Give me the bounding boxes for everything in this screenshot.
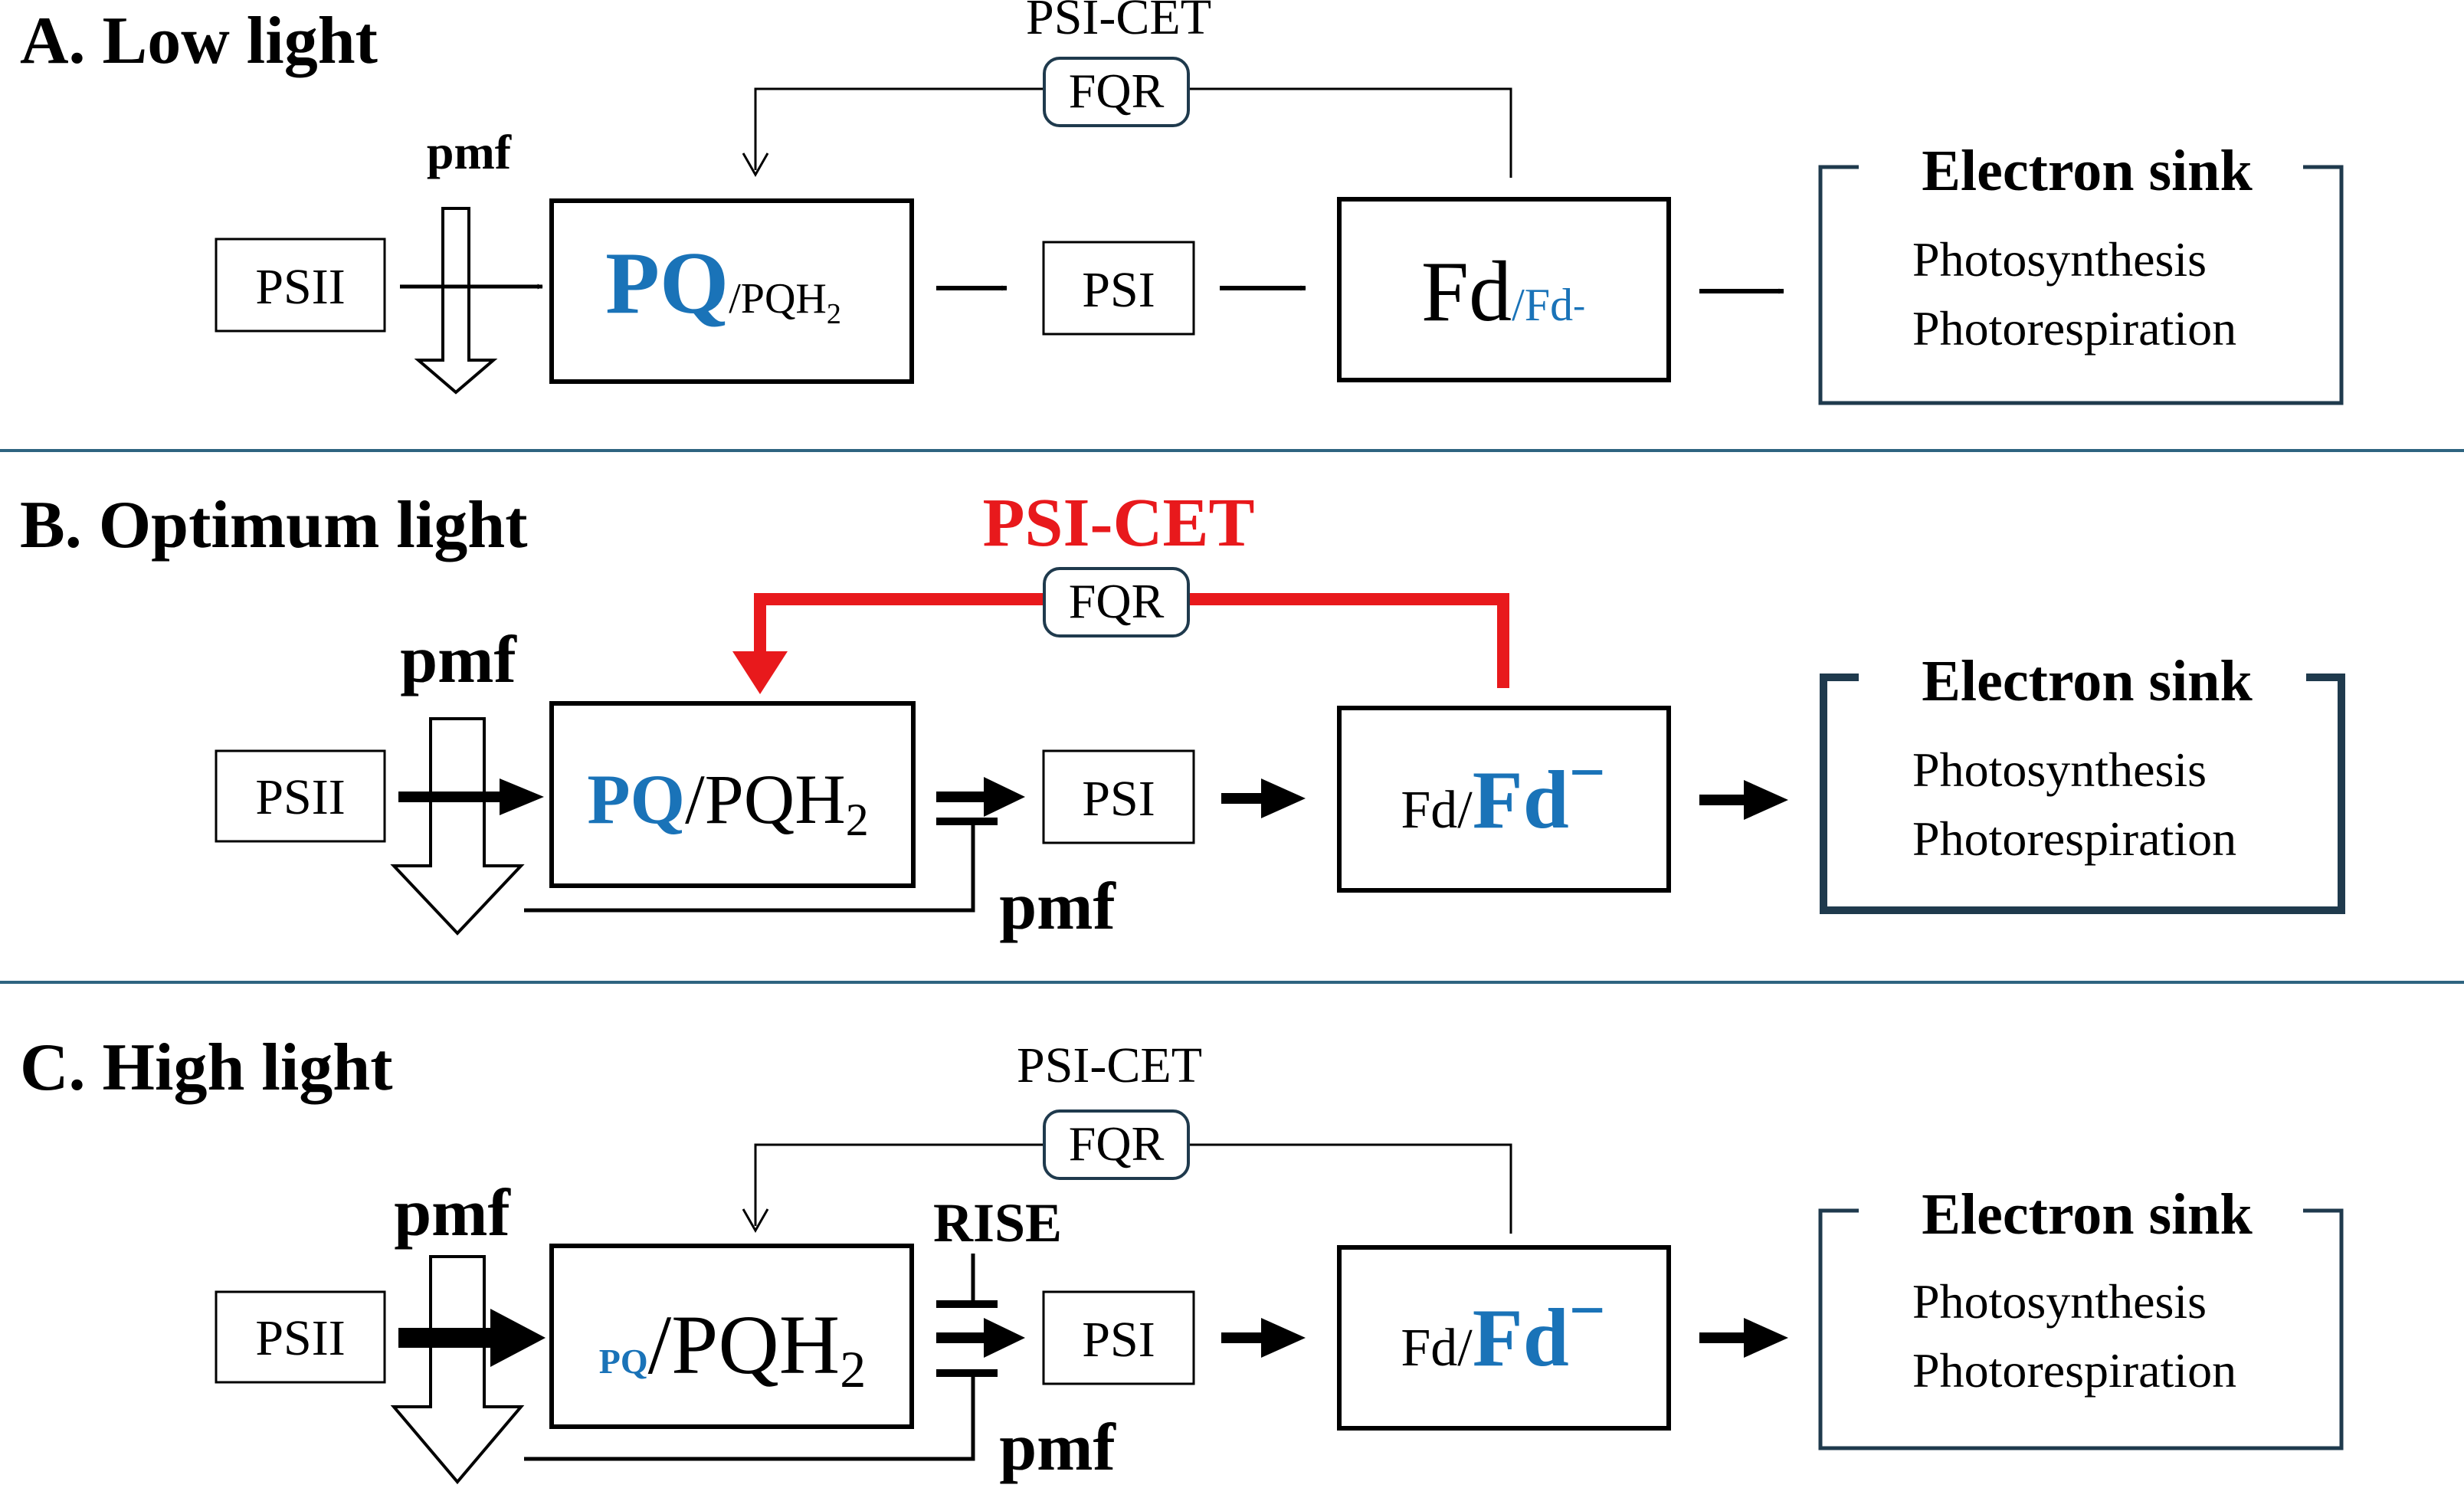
- panel-c-arrow-pq-psi-head: [984, 1318, 1025, 1358]
- panel-b-fd-text: Fd/Fd−: [1401, 737, 1605, 846]
- panel-c-sink-item-1: Photosynthesis: [1912, 1274, 2207, 1329]
- panel-b-cet-label: PSI-CET: [982, 485, 1254, 561]
- panel-c-sink-bracket: [1818, 1208, 2344, 1450]
- panel-c-sink-title: Electron sink: [1922, 1182, 2253, 1247]
- panel-b-cet-arrowhead: [732, 651, 788, 694]
- panel-c-psii-label: PSII: [255, 1310, 345, 1366]
- panel-a-pmf-arrow: [414, 207, 498, 395]
- panel-b-title: B. Optimum light: [20, 488, 528, 562]
- panel-c-psii-box: [215, 1290, 386, 1384]
- panel-a-psii-label: PSII: [255, 259, 345, 315]
- panel-a-cet-label: PSI-CET: [1026, 0, 1211, 45]
- panel-a-psii-box: [215, 238, 386, 333]
- panel-a: A. Low light PSI-CET FQR pmf PSII PQ/PQH…: [20, 0, 2344, 405]
- panel-a-sink-title: Electron sink: [1922, 139, 2253, 203]
- panel-a-sink-item-1: Photosynthesis: [1912, 232, 2207, 287]
- panel-c-arrow-psii-pq-head: [490, 1309, 546, 1367]
- panel-b-arrow-pq-psi-head: [984, 777, 1025, 817]
- panel-b-psi-label: PSI: [1082, 771, 1155, 827]
- panel-b: B. Optimum light PSI-CET FQR pmf PSII PQ…: [20, 485, 2345, 944]
- panel-b-arrow-fd-sink-head: [1744, 780, 1788, 820]
- panel-b-arrow-psii-pq-head: [500, 778, 544, 815]
- panel-c-fqr-label: FQR: [1069, 1116, 1165, 1171]
- panel-b-fd-box: [1337, 706, 1671, 893]
- panel-b-arrow-psi-fd-head: [1261, 778, 1306, 818]
- panel-c-rise-label: RISE: [933, 1192, 1062, 1254]
- panel-c-pmf-feedback-line: [524, 1376, 975, 1461]
- panel-c-fd-box: [1337, 1245, 1671, 1431]
- panel-c-pmf-arrow: [390, 1255, 525, 1485]
- panel-c-pq-text: PQ/PQH2: [599, 1298, 867, 1398]
- panel-c-sink-item-2: Photorespiration: [1912, 1343, 2236, 1398]
- panel-b-fqr-label: FQR: [1069, 574, 1165, 628]
- panel-c-psi-box: [1042, 1290, 1195, 1385]
- panel-a-fd-box: [1337, 197, 1671, 382]
- panel-b-pmf-arrow: [390, 717, 525, 936]
- panel-a-title: A. Low light: [20, 4, 378, 78]
- panel-a-psi-box: [1042, 241, 1195, 336]
- panel-b-pq-text: PQ/PQH2: [587, 760, 868, 845]
- panel-c: C. High light PSI-CET FQR pmf PSII PQ/PQ…: [20, 1031, 2344, 1485]
- panel-a-sink-bracket: [1818, 165, 2344, 405]
- panel-a-pq-box: [549, 198, 914, 384]
- panel-c-cet-label: PSI-CET: [1017, 1037, 1202, 1093]
- panel-a-fd-text: Fd/Fd-: [1421, 244, 1585, 339]
- panel-b-psi-box: [1042, 749, 1195, 844]
- panel-c-fqr-box: [1043, 1109, 1190, 1180]
- panel-b-fqr-box: [1043, 567, 1190, 637]
- panel-a-fqr-box: [1043, 57, 1190, 127]
- panel-c-fd-text: Fd/Fd−: [1401, 1275, 1605, 1384]
- panel-c-pmf-label: pmf: [394, 1176, 511, 1250]
- panel-a-pmf-label: pmf: [427, 125, 512, 179]
- panel-a-psi-label: PSI: [1082, 262, 1155, 318]
- panel-c-arrow-psi-fd-head: [1261, 1318, 1306, 1358]
- panel-a-cet-arrowhead: [742, 152, 769, 178]
- panel-c-pmf-label-2: pmf: [999, 1411, 1116, 1485]
- panel-b-sink-item-1: Photosynthesis: [1912, 742, 2207, 797]
- panel-b-sink-title: Electron sink: [1922, 649, 2253, 713]
- panel-b-sink-item-2: Photorespiration: [1912, 811, 2236, 866]
- panel-a-pq-text: PQ/PQH2: [605, 234, 841, 333]
- panel-c-arrow-fd-sink-head: [1744, 1318, 1788, 1358]
- panel-a-sink-item-2: Photorespiration: [1912, 301, 2236, 356]
- panel-c-pq-box: [549, 1244, 914, 1429]
- panel-b-pmf-label: pmf: [400, 623, 517, 697]
- panel-b-psii-box: [215, 749, 386, 843]
- panel-b-psii-label: PSII: [255, 769, 345, 825]
- panel-b-pmf-label-2: pmf: [999, 870, 1116, 944]
- panel-c-cet-arrowhead: [742, 1208, 769, 1234]
- panel-b-pq-box: [549, 701, 916, 888]
- panel-a-fqr-label: FQR: [1069, 64, 1165, 118]
- panel-b-pmf-feedback-line: [524, 824, 975, 913]
- panel-c-title: C. High light: [20, 1031, 393, 1105]
- panel-b-sink-bracket: [1820, 674, 2345, 914]
- panel-c-psi-label: PSI: [1082, 1312, 1155, 1368]
